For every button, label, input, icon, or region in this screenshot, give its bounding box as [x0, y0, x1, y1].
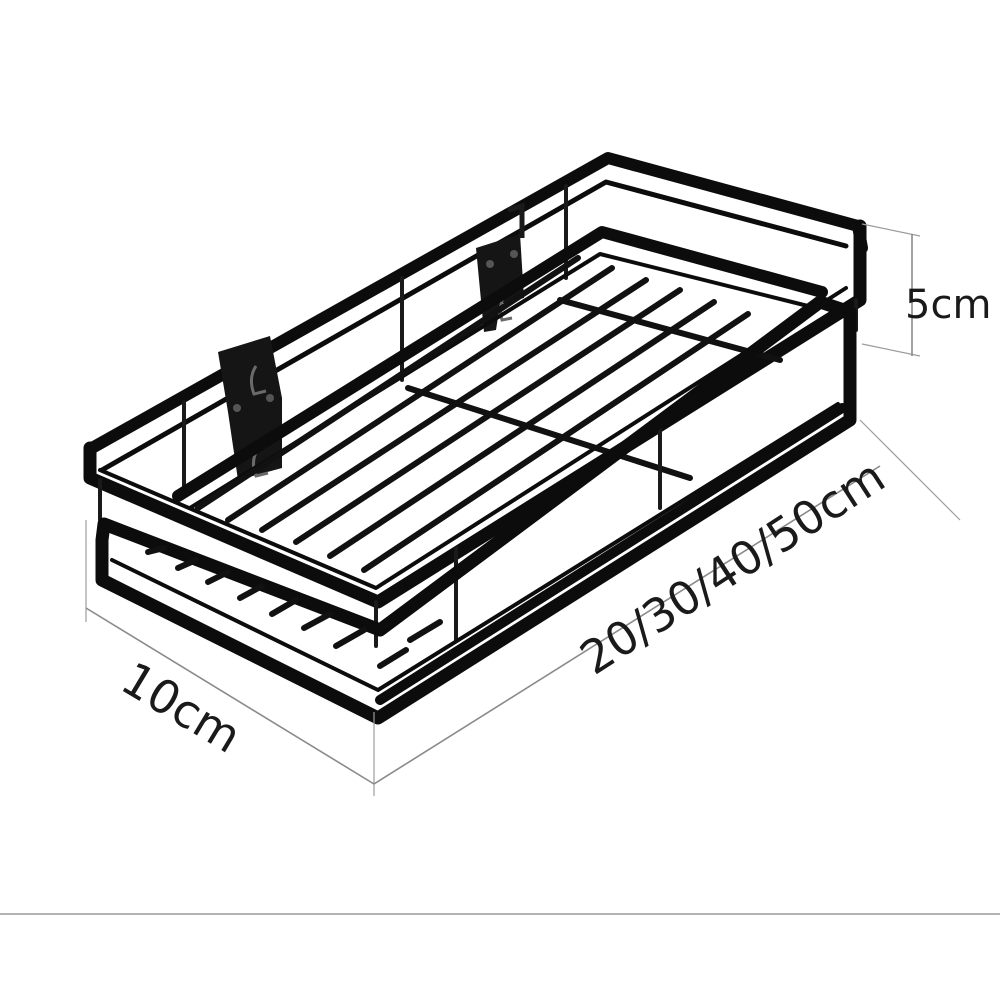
length-dimension-line [373, 465, 881, 785]
wire-5 [361, 311, 751, 573]
slat-4 [237, 583, 265, 601]
screw-right-1 [486, 260, 494, 268]
lower-tray [95, 295, 857, 725]
wire-6 [195, 255, 581, 511]
slat-5 [269, 597, 299, 617]
slat-1 [145, 545, 167, 555]
length-dimension: 20/30/40/50cm [373, 419, 961, 785]
slat-7 [333, 627, 367, 649]
slat-6 [301, 611, 333, 631]
width-dimension-line [85, 607, 375, 785]
rack-illustration [83, 152, 868, 725]
slat-3 [205, 569, 231, 585]
slat-8 [377, 647, 409, 669]
screw-right-2 [510, 250, 518, 258]
hook-right-upper [507, 202, 525, 238]
wire-4 [327, 299, 717, 559]
height-dimension: 5cm [861, 223, 991, 357]
height-extension-bottom [861, 343, 921, 357]
wire-crossbar-back [557, 297, 783, 363]
hook-left-upper [249, 365, 267, 396]
slat-2 [175, 557, 199, 571]
screw-left-2 [266, 394, 274, 402]
length-extension-right [859, 419, 961, 521]
upper-wire-floor [195, 255, 783, 573]
wire-crossbar [405, 385, 693, 481]
width-dimension: 10cm [85, 520, 375, 796]
height-label: 5cm [905, 282, 991, 328]
height-extension-top [861, 223, 921, 237]
screw-left-1 [233, 404, 241, 412]
width-label: 10cm [112, 651, 250, 764]
slat-9 [407, 619, 443, 643]
